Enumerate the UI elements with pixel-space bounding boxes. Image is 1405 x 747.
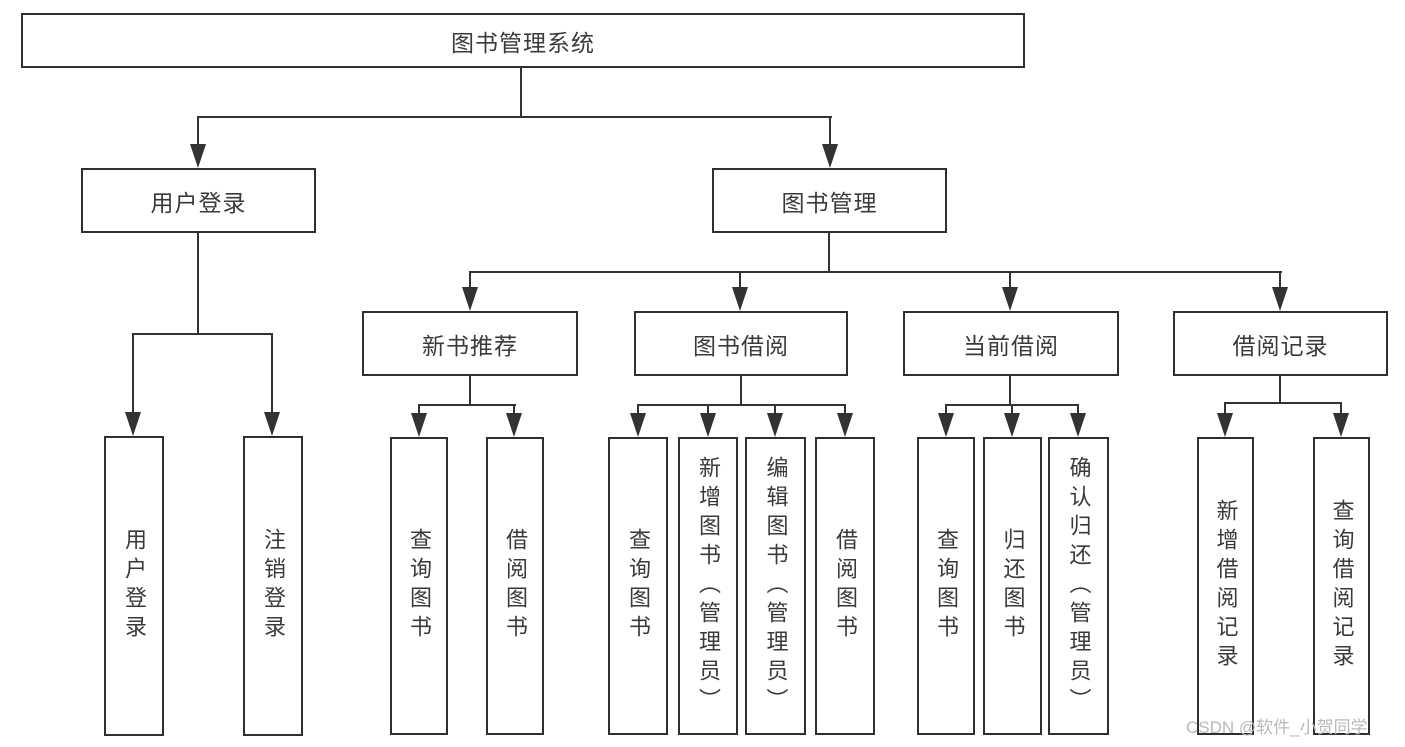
arrowhead-to-cb-return-books <box>1004 413 1020 437</box>
leaf-logout: 注销登录 <box>243 436 303 736</box>
connector-br-shaft-2 <box>1340 402 1342 414</box>
arrowhead-to-book-borrowing <box>732 287 748 311</box>
arrowhead-to-book-management <box>822 144 838 168</box>
node-current-borrowing: 当前借阅 <box>903 311 1119 376</box>
node-new-book-recommend: 新书推荐 <box>362 311 578 376</box>
connector-root-hline <box>197 116 832 118</box>
connector-bb-stem <box>740 376 742 406</box>
csdn-watermark: CSDN @软件_小贺同学 <box>1186 718 1368 737</box>
leaf-nbr-borrow-books: 借阅图书 <box>486 437 544 735</box>
leaf-bb-borrow-books: 借阅图书 <box>815 437 875 735</box>
arrowhead-to-leaf-user-login <box>125 412 141 436</box>
arrowhead-to-br-query-record <box>1333 413 1349 437</box>
connector-user-login-shaft-1 <box>132 333 134 413</box>
connector-root-stem <box>520 67 522 118</box>
node-current-borrowing-label: 当前借阅 <box>963 332 1059 359</box>
connector-book-management-stem <box>828 233 830 273</box>
connector-root-shaft-left <box>197 116 199 146</box>
connector-nbr-shaft-2 <box>513 404 515 414</box>
leaf-cb-confirm-return-admin: 确认归还（管理员） <box>1048 437 1109 735</box>
node-user-login-label: 用户登录 <box>150 189 247 216</box>
leaf-logout-label: 注销登录 <box>261 528 286 644</box>
leaf-cb-query-books: 查询图书 <box>917 437 975 735</box>
connector-br-hline <box>1224 402 1342 404</box>
connector-br-stem <box>1279 376 1281 404</box>
leaf-nbr-borrow-books-label: 借阅图书 <box>503 528 528 644</box>
connector-bm-shaft-1 <box>469 271 471 289</box>
connector-user-login-stem <box>197 233 199 335</box>
leaf-cb-confirm-return-admin-label: 确认归还（管理员） <box>1066 455 1092 717</box>
connector-bb-hline <box>637 404 846 406</box>
connector-bb-shaft-3 <box>774 404 776 414</box>
leaf-bb-query-books-label: 查询图书 <box>626 528 651 644</box>
connector-bm-shaft-2 <box>739 271 741 289</box>
leaf-user-login: 用户登录 <box>104 436 164 736</box>
node-borrowing-records-label: 借阅记录 <box>1232 332 1329 359</box>
connector-nbr-hline <box>418 404 516 406</box>
node-new-book-recommend-label: 新书推荐 <box>422 332 518 359</box>
leaf-user-login-label: 用户登录 <box>122 528 147 644</box>
connector-user-login-shaft-2 <box>271 333 273 413</box>
arrowhead-to-new-book-recommend <box>462 287 478 311</box>
leaf-cb-return-books: 归还图书 <box>983 437 1042 735</box>
connector-cb-shaft-3 <box>1077 404 1079 414</box>
leaf-br-add-record: 新增借阅记录 <box>1197 437 1254 735</box>
leaf-nbr-query-books-label: 查询图书 <box>407 528 432 644</box>
node-root: 图书管理系统 <box>21 13 1025 68</box>
leaf-cb-query-books-label: 查询图书 <box>934 528 959 644</box>
node-book-borrowing: 图书借阅 <box>634 311 848 376</box>
leaf-bb-borrow-books-label: 借阅图书 <box>833 528 858 644</box>
arrowhead-to-cb-confirm-return <box>1070 413 1086 437</box>
arrowhead-to-nbr-query-books <box>411 413 427 437</box>
connector-bb-shaft-4 <box>844 404 846 414</box>
arrowhead-to-nbr-borrow-books <box>506 413 522 437</box>
arrowhead-to-borrowing-records <box>1272 287 1288 311</box>
arrowhead-to-bb-add-books <box>700 413 716 437</box>
node-book-borrowing-label: 图书借阅 <box>693 332 789 359</box>
connector-cb-stem <box>1009 376 1011 406</box>
connector-user-login-hline <box>132 333 273 335</box>
leaf-nbr-query-books: 查询图书 <box>390 437 448 735</box>
leaf-bb-add-books-admin-label: 新增图书（管理员） <box>696 455 721 717</box>
leaf-bb-add-books-admin: 新增图书（管理员） <box>678 437 738 735</box>
node-borrowing-records: 借阅记录 <box>1173 311 1388 376</box>
arrowhead-to-br-add-record <box>1217 413 1233 437</box>
arrowhead-to-leaf-logout <box>264 412 280 436</box>
connector-cb-shaft-1 <box>945 404 947 414</box>
leaf-br-query-record-label: 查询借阅记录 <box>1329 499 1355 673</box>
leaf-bb-edit-books-admin-label: 编辑图书（管理员） <box>763 455 789 717</box>
leaf-br-query-record: 查询借阅记录 <box>1313 437 1370 735</box>
connector-bb-shaft-2 <box>707 404 709 414</box>
arrowhead-to-bb-query-books <box>630 413 646 437</box>
node-book-management-label: 图书管理 <box>781 189 878 216</box>
connector-nbr-shaft-1 <box>418 404 420 414</box>
connector-br-shaft-1 <box>1224 402 1226 414</box>
leaf-br-add-record-label: 新增借阅记录 <box>1213 499 1239 673</box>
connector-cb-shaft-2 <box>1011 404 1013 414</box>
node-root-label: 图书管理系统 <box>451 29 595 56</box>
connector-bm-shaft-4 <box>1279 271 1281 289</box>
arrowhead-to-user-login <box>190 144 206 168</box>
leaf-bb-query-books: 查询图书 <box>608 437 668 735</box>
arrowhead-to-bb-borrow-books <box>837 413 853 437</box>
arrowhead-to-cb-query-books <box>938 413 954 437</box>
connector-root-shaft-right <box>829 116 831 146</box>
leaf-bb-edit-books-admin: 编辑图书（管理员） <box>745 437 806 735</box>
arrowhead-to-current-borrowing <box>1002 287 1018 311</box>
leaf-cb-return-books-label: 归还图书 <box>1000 528 1026 644</box>
node-user-login: 用户登录 <box>81 168 316 233</box>
node-book-management: 图书管理 <box>712 168 947 233</box>
connector-bb-shaft-1 <box>637 404 639 414</box>
connector-nbr-stem <box>469 376 471 406</box>
connector-bm-shaft-3 <box>1009 271 1011 289</box>
arrowhead-to-bb-edit-books <box>767 413 783 437</box>
connector-book-management-hline <box>469 271 1282 273</box>
